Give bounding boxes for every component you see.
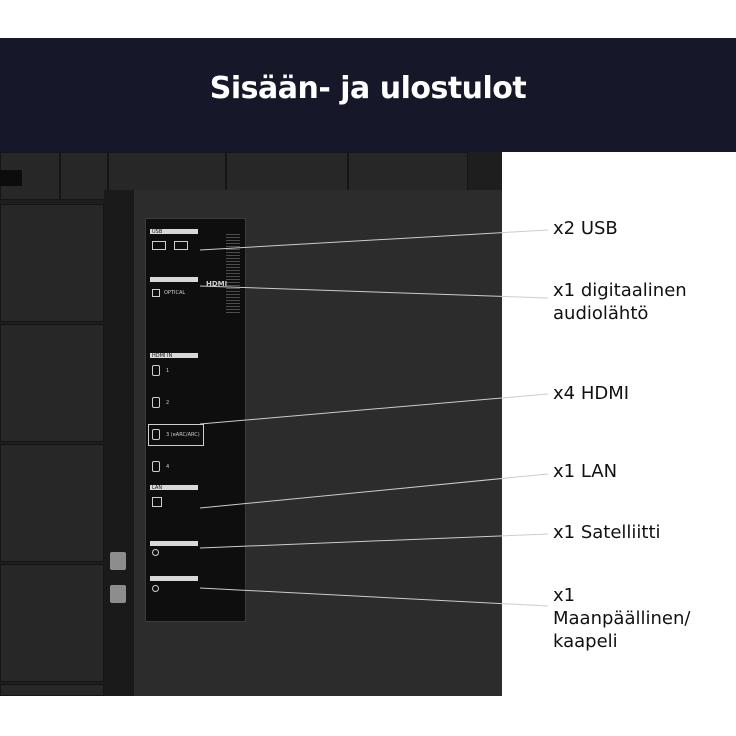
recess-side-shadow [104,190,134,696]
rear-cover-tile [0,444,104,562]
bottom-margin [0,696,736,736]
usb-port-1 [152,241,166,250]
top-margin [0,0,736,38]
header-banner: Sisään- ja ulostulot [0,38,736,152]
callout-optical: x1 digitaalinen audiolähtö [553,279,687,325]
antenna-port [152,585,159,592]
lan-header-label: LAN [152,485,163,491]
callout-antenna-line-1: x1 [553,585,576,606]
hdmi-logo: HDMI [206,280,228,288]
satellite-cable-connector [110,552,126,570]
hdmi-port-1 [152,365,160,376]
stand-bracket [0,170,22,186]
callout-satellite-line-1: x1 Satelliitti [553,522,661,543]
lan-port [152,497,162,507]
rear-cover-tile [0,564,104,682]
hdmi-port-2 [152,397,160,408]
callout-antenna-line-2: Maanpäällinen/ [553,608,691,629]
callout-antenna-line-3: kaapeli [553,631,618,652]
callout-hdmi-line-1: x4 HDMI [553,383,630,404]
hdmi-port-2-label: 2 [166,400,170,406]
rear-cover-tile [60,152,108,200]
callout-hdmi: x4 HDMI [553,382,629,405]
callout-satellite: x1 Satelliitti [553,521,661,544]
antenna-header-strip [150,576,198,581]
usb-header-strip [150,229,198,234]
hdmi-header-strip [150,353,198,358]
callout-lan: x1 LAN [553,460,617,483]
callout-antenna: x1 Maanpäällinen/ kaapeli [553,584,690,653]
rear-cover-tile [0,204,104,322]
hdmi-earc-frame [148,424,204,446]
callout-usb: x2 USB [553,217,618,240]
optical-header-strip [150,277,198,282]
lan-header-strip [150,485,198,490]
page-title: Sisään- ja ulostulot [209,71,527,106]
port-panel: USB OPTICAL HDMI HDMI IN 1 2 3 (eARC/ARC… [145,218,246,622]
callout-usb-line-1: x2 USB [553,218,618,239]
optical-label: OPTICAL [164,290,186,296]
hdmi-port-4-label: 4 [166,464,170,470]
callout-optical-line-2: audiolähtö [553,303,649,324]
hdmi-port-3 [152,429,160,440]
callout-optical-line-1: x1 digitaalinen [553,280,687,301]
hdmi-port-1-label: 1 [166,368,170,374]
antenna-cable-connector [110,585,126,603]
rear-cover-tile [0,324,104,442]
satellite-header-strip [150,541,198,546]
rear-cover-tile [0,684,104,696]
satellite-port [152,549,159,556]
compliance-text [226,233,240,313]
hdmi-port-3-label: 3 (eARC/ARC) [166,432,200,438]
usb-header-label: USB [152,229,163,235]
callout-lan-line-1: x1 LAN [553,461,618,482]
optical-port [152,289,160,297]
hdmi-port-4 [152,461,160,472]
hdmi-header-label: HDMI IN [152,353,173,359]
usb-port-2 [174,241,188,250]
